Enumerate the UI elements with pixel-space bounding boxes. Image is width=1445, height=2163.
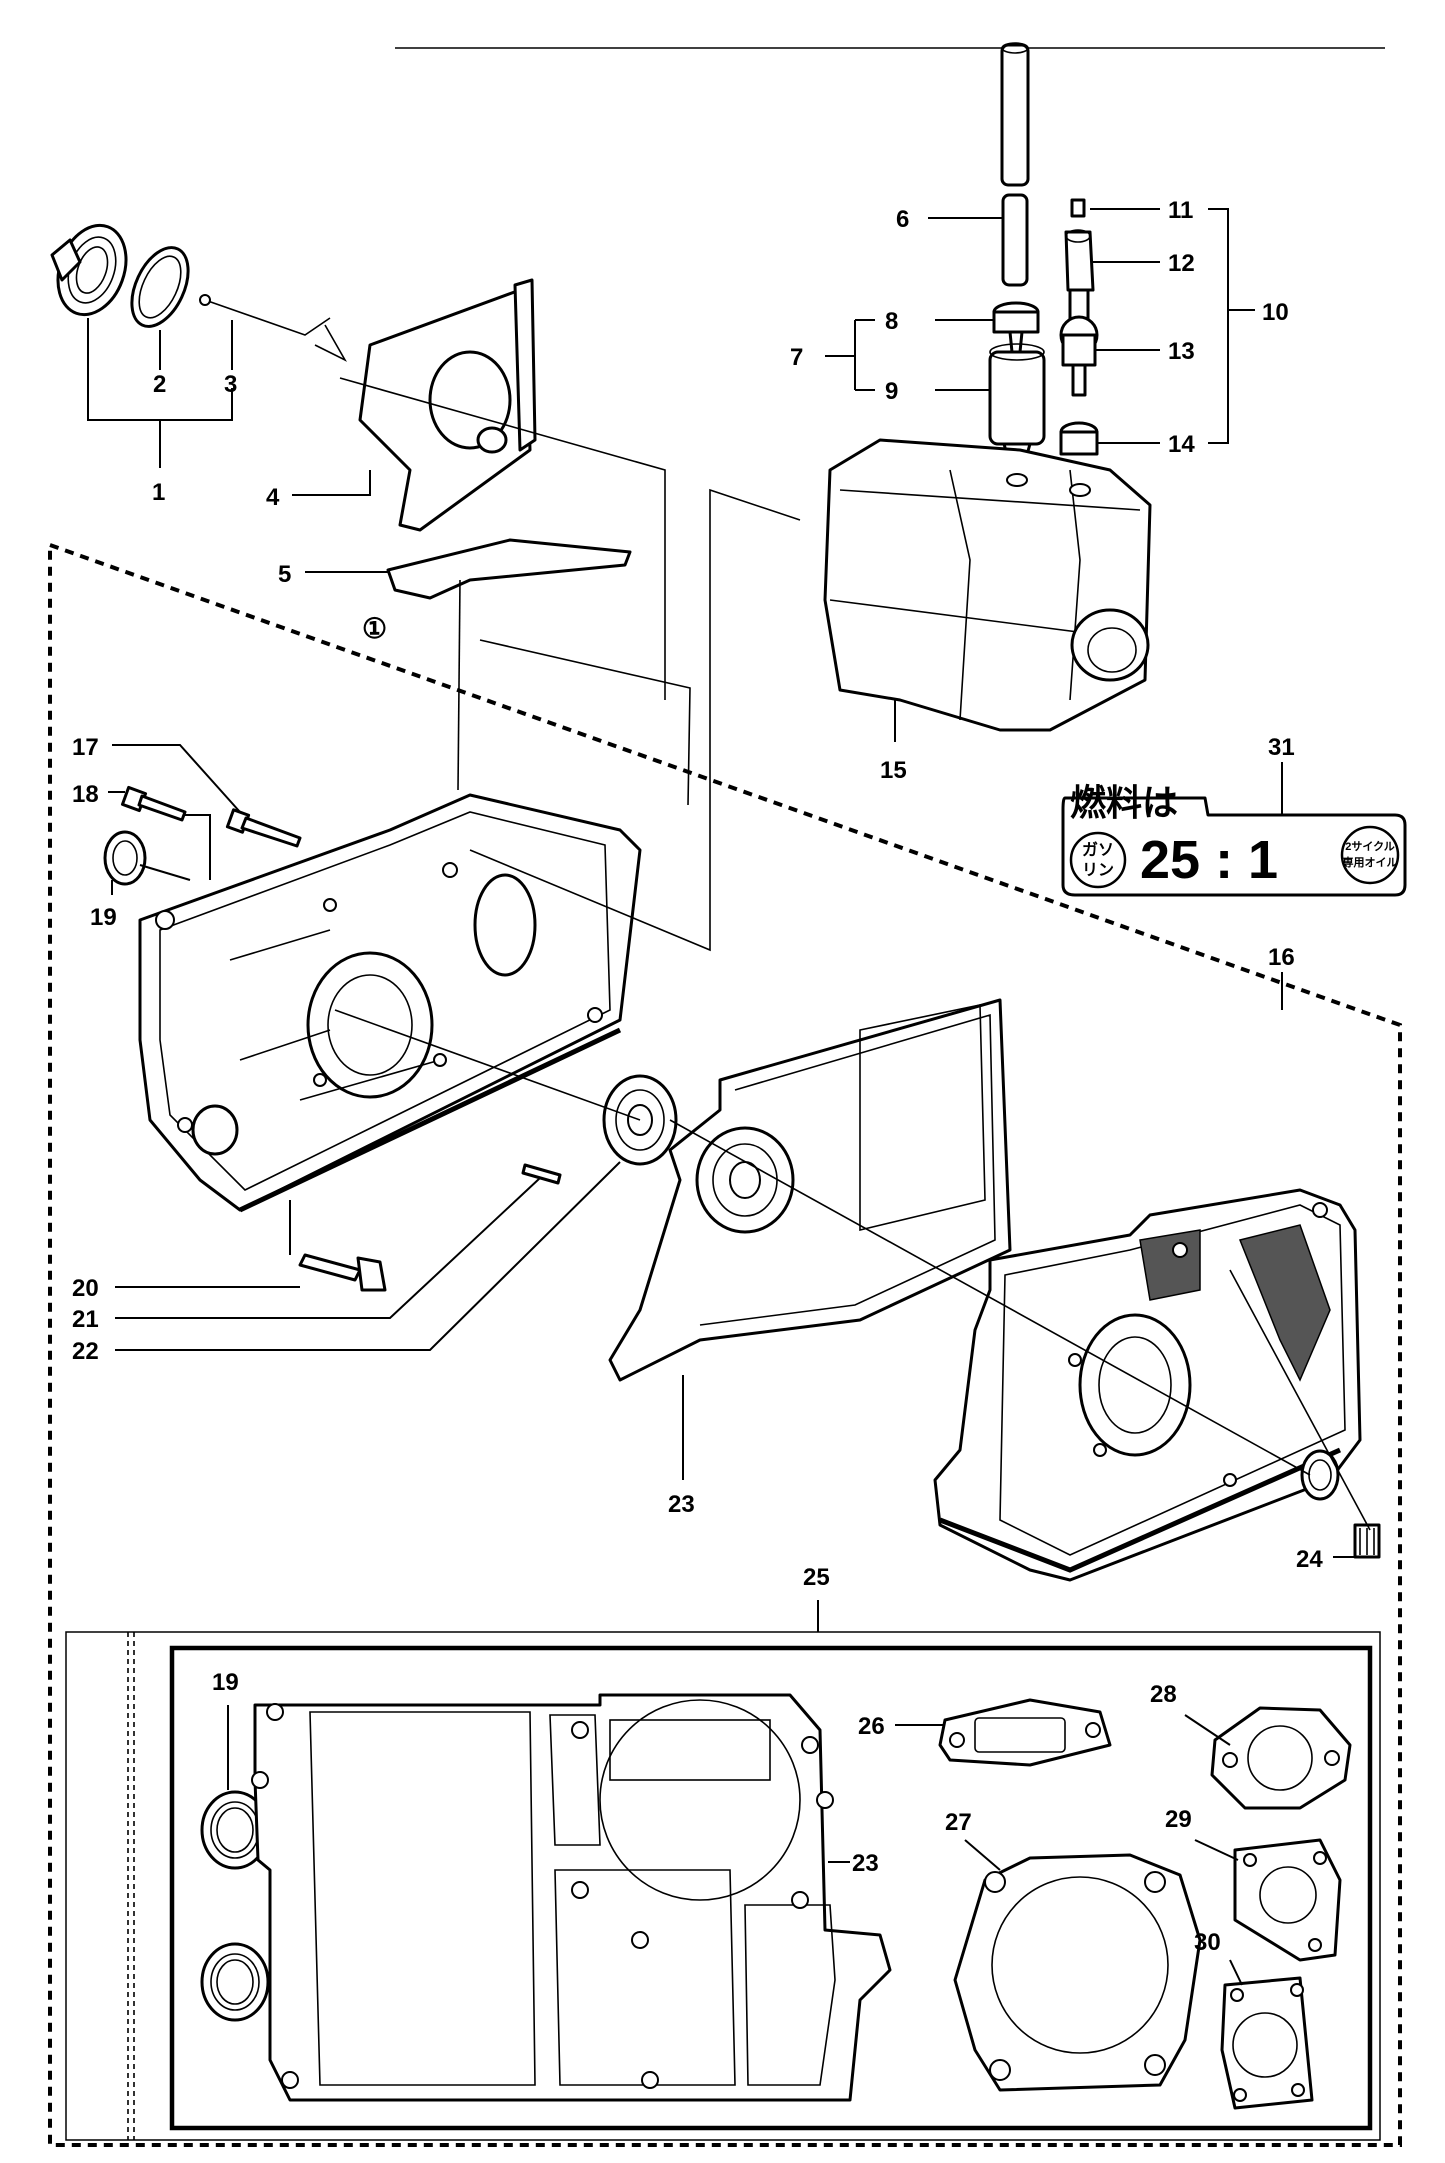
callout-17: 17 [72,734,99,761]
gasoline-badge-top: ガソ [1082,841,1114,859]
fuel-cap-assembly [50,223,348,362]
fuel-filter-assembly [988,42,1046,460]
fuel-ratio-label: 燃料は ガソ リン 25 : 1 2サイクル 専用オイル [1061,782,1407,897]
callout-10: 10 [1262,299,1289,326]
callout-31: 31 [1268,734,1295,761]
insert-nut-24 [1353,1523,1381,1559]
callout-18: 18 [72,781,99,808]
callout-30: 30 [1194,1929,1221,1956]
callout-3: 3 [224,371,237,398]
gasket-26 [938,1698,1112,1767]
screw-17 [225,808,302,848]
oil-badge [1340,825,1400,885]
circled-callout-1: ① [362,613,387,644]
crankcase-gasket [608,998,1012,1382]
oil-seal-19 [103,830,147,886]
callout-24: 24 [1296,1546,1323,1573]
kit-crankcase-gasket [251,1693,892,2102]
fuel-ratio: 25 : 1 [1140,830,1278,890]
callout-5: 5 [278,561,291,588]
callout-11: 11 [1168,197,1193,224]
callout-19-kit: 19 [212,1669,239,1696]
callout-numbers: 1 2 3 4 5 6 7 8 9 10 11 12 13 14 15 16 1… [72,197,1323,1956]
gasket-30 [1220,1976,1314,2110]
fuel-tank [823,438,1152,732]
screw-18 [120,785,187,822]
leader-lines [87,208,1371,1986]
callout-14: 14 [1168,431,1195,458]
oil-badge-bottom: 専用オイル [1343,855,1398,869]
crankcase-kit-boundary [48,542,1402,2147]
gasoline-badge-bottom: リン [1082,862,1114,879]
callout-7: 7 [790,344,803,371]
callout-4: 4 [266,484,280,511]
oil-badge-top: 2サイクル [1345,840,1395,853]
crankcase-left-half [138,793,642,1213]
callout-29: 29 [1165,1806,1192,1833]
deflector-plate [386,538,632,600]
callout-12: 12 [1168,250,1195,277]
callout-9: 9 [885,378,898,405]
callout-27: 27 [945,1809,972,1836]
callout-19: 19 [90,904,117,931]
callout-26: 26 [858,1713,885,1740]
callout-6: 6 [896,206,909,233]
callout-16: 16 [1268,944,1295,971]
callout-15: 15 [880,757,907,784]
gasket-29 [1233,1838,1342,1962]
pin-21 [521,1163,562,1185]
gasket-28 [1210,1706,1352,1810]
vent-valve-assembly [1059,198,1099,456]
callout-13: 13 [1168,338,1195,365]
callout-21: 21 [72,1306,99,1333]
callout-23: 23 [668,1491,695,1518]
bolt-20 [298,1253,387,1292]
tank-cover [358,278,537,532]
callout-8: 8 [885,308,898,335]
callout-22: 22 [72,1338,99,1365]
callout-20: 20 [72,1275,99,1302]
callout-28: 28 [1150,1681,1177,1708]
gasket-kit-box [65,1631,1381,2141]
callout-2: 2 [153,371,166,398]
gasoline-badge [1069,831,1127,889]
callout-23-kit: 23 [852,1850,879,1877]
callout-1: 1 [152,479,165,506]
callout-25: 25 [803,1564,830,1591]
fuel-label-title: 燃料は [1070,782,1178,823]
gasket-27 [953,1853,1202,2092]
